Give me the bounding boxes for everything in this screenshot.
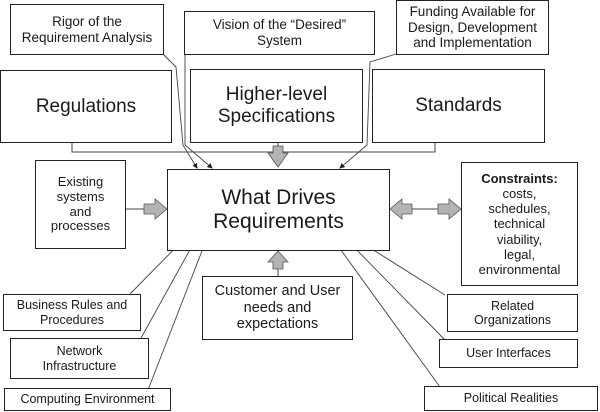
constraints-box: Constraints: costs, schedules, technical…: [461, 162, 578, 286]
regulations-box: Regulations: [0, 70, 172, 143]
computing-environment-box: Computing Environment: [4, 388, 171, 411]
business-rules-box: Business Rules and Procedures: [3, 294, 141, 331]
constraints-title: Constraints:: [481, 170, 558, 186]
vision-box: Vision of the “Desired” System: [184, 11, 375, 55]
user-interfaces-arrow: [344, 237, 446, 341]
related-organizations-box: Related Organizations: [447, 294, 578, 332]
specs-block-arrow: [267, 145, 289, 168]
political-arrow: [337, 245, 441, 388]
political-realities-box: Political Realities: [424, 386, 598, 411]
existing-systems-block-arrow: [143, 198, 168, 220]
constraints-right-block-arrow: [437, 198, 462, 220]
network-arrow: [140, 236, 198, 339]
user-interfaces-box: User Interfaces: [439, 339, 578, 368]
network-infrastructure-box: Network Infrastructure: [10, 338, 149, 379]
rigor-arrow: [162, 53, 198, 169]
vision-arrow: [184, 54, 213, 169]
higher-level-specs-box: Higher-level Specifications: [190, 69, 363, 143]
rigor-box: Rigor of the Requirement Analysis: [10, 4, 164, 55]
what-drives-requirements-box: What Drives Requirements: [167, 169, 390, 251]
funding-box: Funding Available for Design, Developmen…: [396, 0, 549, 55]
customer-block-arrow: [267, 250, 289, 270]
related-orgs-arrow: [366, 245, 446, 296]
existing-systems-box: Existing systems and processes: [35, 160, 126, 249]
funding-arrow: [339, 53, 397, 169]
constraints-left-block-arrow: [389, 198, 413, 220]
regulations-standards-bus-line: [71, 143, 436, 153]
customer-needs-box: Customer and User needs and expectations: [202, 276, 353, 340]
computing-arrow: [147, 237, 208, 391]
constraints-list: costs, schedules, technical viability, l…: [478, 185, 561, 277]
standards-box: Standards: [372, 69, 545, 143]
